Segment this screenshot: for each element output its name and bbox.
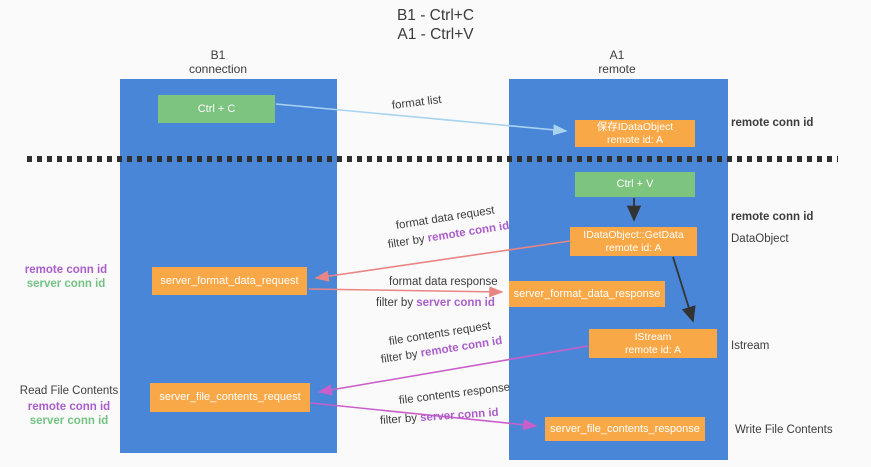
left-remote-conn-id-1: remote conn id — [24, 264, 108, 276]
server-file-contents-request-label: server_file_contents_request — [159, 391, 301, 404]
lane-header-b1: B1 connection — [158, 48, 278, 76]
filter-by-text: filter by — [380, 347, 422, 366]
title-line-2: A1 - Ctrl+V — [397, 26, 474, 43]
save-idataobject-line2: remote id: A — [606, 133, 664, 146]
node-ctrl-v: Ctrl + V — [575, 172, 695, 197]
node-istream: IStream remote id: A — [589, 329, 717, 358]
istream-line1: IStream — [634, 331, 672, 343]
save-idataobject-line1: 保存IDataObject — [596, 121, 674, 133]
node-server-format-data-request: server_format_data_request — [152, 267, 307, 295]
server-file-contents-response-label: server_file_contents_response — [550, 422, 700, 435]
right-istream-label: Istream — [731, 340, 770, 352]
label-file-contents-response: file contents response — [398, 381, 511, 407]
left-read-file-contents-stack: Read File Contents remote conn id server… — [17, 384, 121, 428]
label-filter-by-server-1: filter by server conn id — [376, 297, 495, 309]
node-ctrl-c: Ctrl + C — [158, 95, 275, 123]
left-remote-conn-id-2: remote conn id — [27, 401, 111, 413]
right-dataobject-label: DataObject — [731, 233, 789, 245]
getdata-line2: remote id: A — [605, 241, 662, 254]
node-idataobject-getdata: IDataObject::GetData remote id: A — [570, 227, 697, 256]
lane-b1-subtitle: connection — [188, 61, 248, 76]
label-filter-by-server-2: filter by server conn id — [380, 407, 499, 427]
lane-a1-subtitle: remote — [598, 61, 636, 76]
filter-by-text: filter by — [387, 232, 429, 251]
node-save-idataobject: 保存IDataObject remote id: A — [575, 120, 695, 147]
getdata-line1: IDataObject::GetData — [583, 229, 684, 241]
node-server-format-data-response: server_format_data_response — [509, 281, 665, 307]
lane-b1-name: B1 — [210, 48, 226, 62]
right-remote-conn-id-1: remote conn id — [731, 117, 814, 129]
server-format-data-response-label: server_format_data_response — [513, 287, 661, 300]
right-write-file-contents-label: Write File Contents — [735, 424, 833, 436]
istream-line2: remote id: A — [624, 343, 682, 356]
session-separator-line — [27, 156, 838, 162]
right-remote-conn-id-2: remote conn id — [731, 211, 814, 223]
filter-by-text: filter by — [379, 412, 421, 427]
node-server-file-contents-response: server_file_contents_response — [545, 417, 705, 441]
left-conn-id-stack-1: remote conn id server conn id — [20, 263, 112, 291]
node-server-file-contents-request: server_file_contents_request — [150, 383, 310, 412]
lane-header-a1: A1 remote — [557, 48, 677, 76]
diagram-title: B1 - Ctrl+C A1 - Ctrl+V — [0, 6, 871, 44]
label-format-data-response: format data response — [389, 276, 498, 288]
server-conn-id-text: server conn id — [416, 297, 495, 309]
server-format-data-request-label: server_format_data_request — [160, 274, 299, 287]
title-line-1: B1 - Ctrl+C — [396, 7, 475, 24]
left-read-file-contents-label: Read File Contents — [19, 385, 119, 397]
label-format-list: format list — [391, 93, 443, 112]
ctrl-v-label: Ctrl + V — [616, 178, 654, 191]
lane-a1-name: A1 — [609, 48, 625, 62]
left-server-conn-id-2: server conn id — [29, 415, 109, 427]
left-server-conn-id-1: server conn id — [26, 278, 106, 290]
server-conn-id-text: server conn id — [419, 406, 500, 425]
filter-by-text: filter by — [376, 297, 417, 309]
ctrl-c-label: Ctrl + C — [197, 102, 236, 115]
arrow-format-data-response — [308, 286, 504, 298]
